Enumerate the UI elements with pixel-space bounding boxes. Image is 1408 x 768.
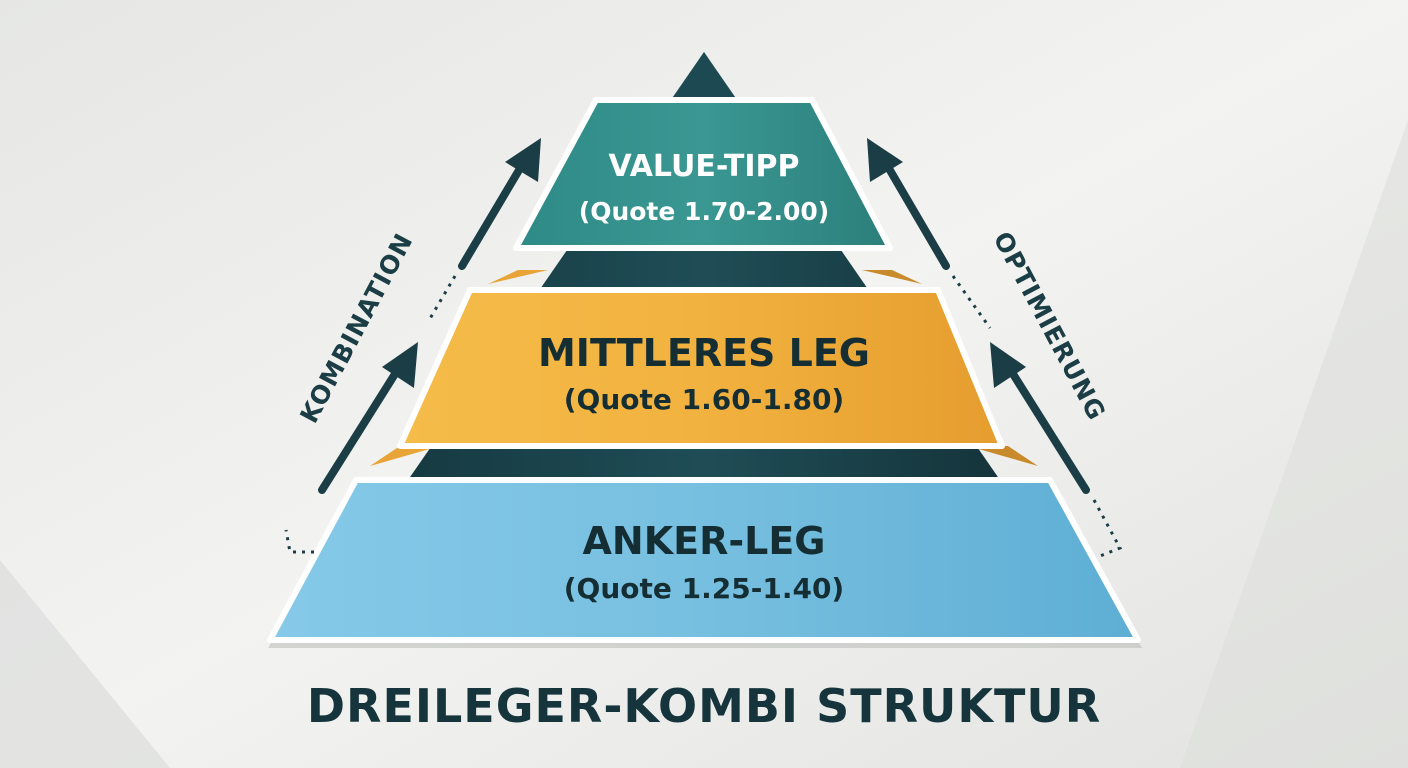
wing-left-top <box>488 270 548 284</box>
dotted-guide <box>284 529 314 554</box>
tier-value-tipp-subtitle: (Quote 1.70-2.00) <box>579 197 829 226</box>
pyramid-apex <box>673 52 735 100</box>
up-arrow-icon <box>458 156 529 270</box>
up-arrow-icon <box>880 156 950 270</box>
up-arrow-icon <box>1004 362 1090 494</box>
left-arrows <box>284 138 541 554</box>
tier-value-tipp <box>513 97 893 251</box>
tier-anker-leg-subtitle: (Quote 1.25-1.40) <box>564 572 844 605</box>
dotted-guide <box>951 275 992 329</box>
background-light-wedge-left <box>0 560 170 768</box>
wing-right-mid <box>968 446 1038 466</box>
diagram-title: DREILEGER-KOMBI STRUKTUR <box>307 679 1101 733</box>
tier-mittleres-leg-subtitle: (Quote 1.60-1.80) <box>564 383 844 416</box>
background-light-wedge <box>1180 0 1408 768</box>
up-arrow-icon <box>867 138 903 182</box>
up-arrow-icon <box>990 342 1026 388</box>
tier-mittleres-leg <box>397 287 1005 449</box>
tier-mittleres-leg-title: MITTLERES LEG <box>538 331 870 375</box>
tier-anker-leg-title: ANKER-LEG <box>582 519 825 563</box>
tier-value-tipp-title: VALUE-TIPP <box>609 149 800 184</box>
right-arrows <box>867 138 1123 558</box>
wing-left-mid <box>370 446 440 466</box>
wing-right-top <box>862 270 922 284</box>
up-arrow-icon <box>505 138 541 182</box>
tier-anker-leg <box>267 477 1141 643</box>
up-arrow-icon <box>382 342 418 388</box>
dotted-guide <box>1092 499 1123 558</box>
up-arrow-icon <box>318 362 404 494</box>
